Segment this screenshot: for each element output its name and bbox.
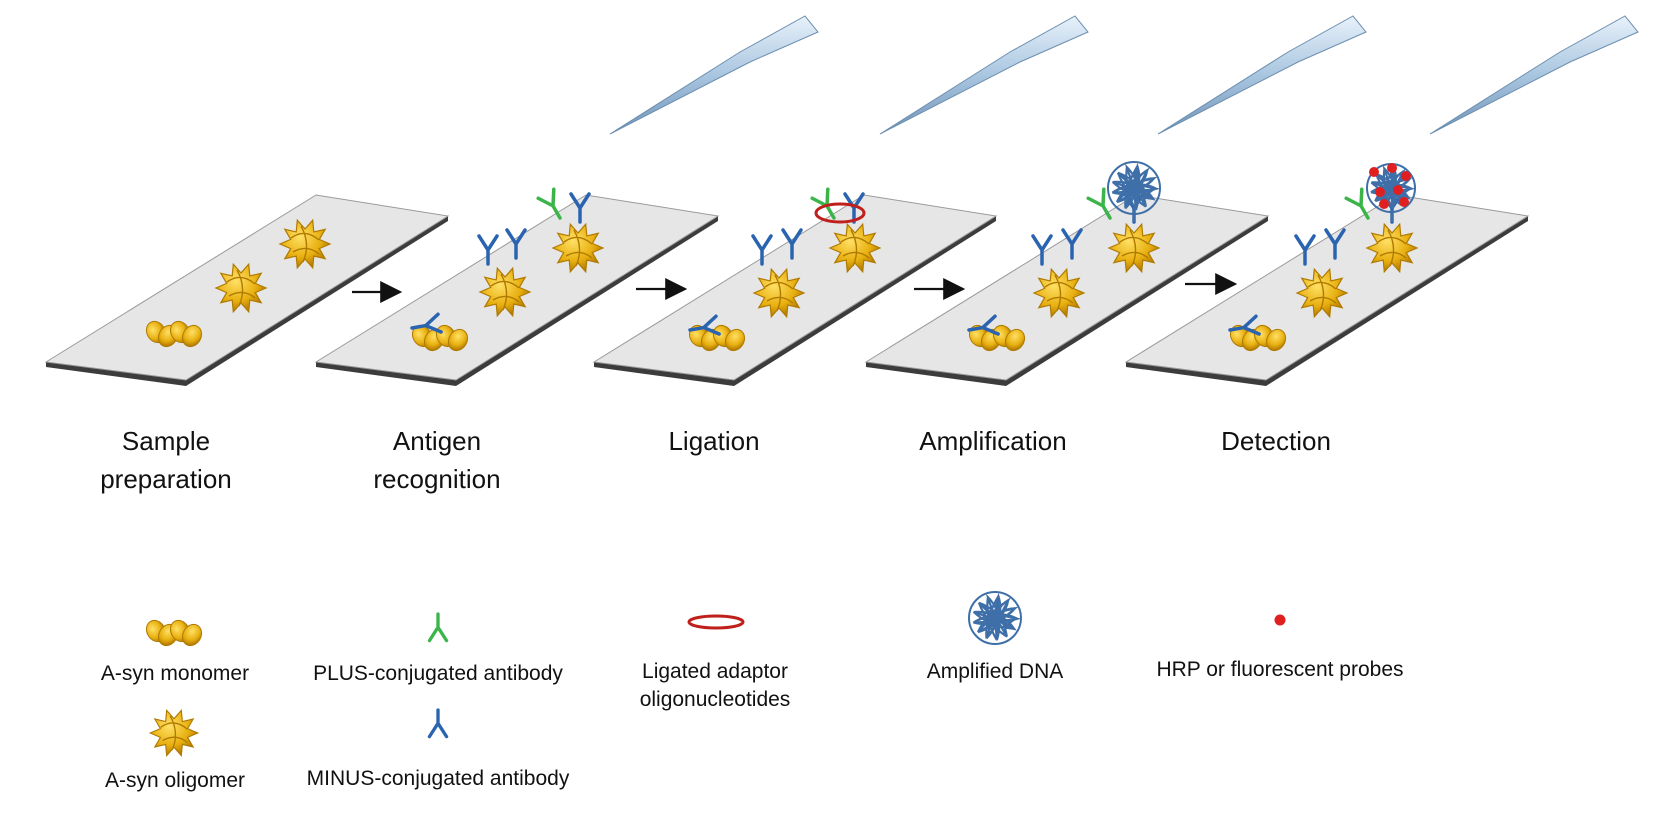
legend-label-plus-antibody: PLUS-conjugated antibody — [313, 662, 563, 685]
stage-label-line1: Detection — [1221, 426, 1331, 456]
probe-icon — [1274, 614, 1286, 626]
minus-antibody-icon — [688, 314, 721, 336]
plus-antibody-icon — [427, 612, 449, 643]
oligomer-icon — [551, 222, 605, 274]
minus-antibody-icon — [427, 708, 449, 739]
adaptor-icon — [687, 614, 745, 630]
minus-antibody-icon — [1061, 228, 1083, 260]
probe-dot — [1369, 167, 1379, 177]
legend-label-probes: HRP or fluorescent probes — [1156, 658, 1404, 681]
plus-antibody-icon — [1086, 187, 1112, 220]
pipette-tip — [1157, 15, 1367, 135]
minus-antibody-icon — [505, 228, 527, 260]
legend-label-dna: Amplified DNA — [926, 660, 1064, 683]
probe-dot — [1401, 171, 1411, 181]
probe-dot — [1399, 197, 1409, 207]
monomer-icon — [688, 324, 746, 352]
probe-dot — [1393, 185, 1403, 195]
minus-antibody-icon — [1031, 234, 1053, 266]
pipette-tip — [879, 15, 1089, 135]
stage-label-line2: recognition — [373, 464, 501, 494]
stage-label-sample-preparation: Sample preparation — [56, 422, 276, 498]
monomer-icon — [145, 320, 203, 348]
legend-label-adaptor-line1: Ligated adaptor — [642, 660, 788, 683]
oligomer-icon — [1032, 267, 1086, 319]
pipette-tip — [609, 15, 819, 135]
minus-antibody-icon — [410, 312, 443, 334]
monomer-icon — [145, 619, 203, 647]
minus-antibody-icon — [781, 228, 803, 260]
legend-label-monomer: A-syn monomer — [100, 662, 250, 685]
probe-dot — [1387, 163, 1397, 173]
oligomer-icon — [1365, 222, 1419, 274]
process-arrows — [352, 273, 1238, 303]
minus-antibody-icon — [1228, 314, 1261, 336]
monomer-icon — [968, 324, 1026, 352]
probe-dot — [1375, 187, 1385, 197]
legend-label-adaptor: Ligated adaptor oligonucleotides — [565, 658, 865, 714]
stage-label-line2: preparation — [100, 464, 232, 494]
minus-antibody-icon — [751, 234, 773, 266]
pipette-tips — [609, 15, 1639, 135]
stage-label-line1: Amplification — [919, 426, 1067, 456]
legend-icons — [145, 591, 1286, 757]
oligomer-icon — [278, 218, 332, 270]
stage-label-ligation: Ligation — [604, 422, 824, 460]
probe-dot — [1379, 199, 1389, 209]
stage-label-detection: Detection — [1166, 422, 1386, 460]
minus-antibody-icon — [1294, 234, 1316, 266]
pipette-tip — [1429, 15, 1639, 135]
minus-antibody-icon — [569, 192, 591, 224]
stage-label-antigen-recognition: Antigen recognition — [327, 422, 547, 498]
oligomer-icon — [148, 709, 200, 757]
oligomer-icon — [478, 266, 532, 318]
legend-label-oligomer: A-syn oligomer — [104, 769, 246, 792]
oligomer-icon — [1107, 222, 1161, 274]
oligomer-icon — [1295, 267, 1349, 319]
monomer-icon — [1229, 324, 1287, 352]
minus-antibody-icon — [477, 234, 499, 266]
molecules — [145, 161, 1419, 352]
oligomer-icon — [828, 222, 882, 274]
oligomer-icon — [214, 262, 268, 314]
stage-label-line1: Antigen — [392, 426, 482, 456]
oligomer-icon — [752, 267, 806, 319]
legend-label-minus-antibody: MINUS-conjugated antibody — [306, 767, 570, 790]
stage-label-line1: Ligation — [668, 426, 760, 456]
adaptor-icon — [814, 202, 866, 224]
plus-antibody-icon — [536, 187, 562, 220]
dna-icon — [968, 591, 1022, 645]
legend-label-adaptor-line2: oligonucleotides — [639, 688, 791, 711]
dna-icon — [1107, 161, 1161, 215]
plus-antibody-icon — [1344, 187, 1370, 220]
stage-label-line1: Sample — [121, 426, 211, 456]
minus-antibody-icon — [967, 314, 1000, 336]
minus-antibody-icon — [1324, 228, 1346, 260]
stage-label-amplification: Amplification — [883, 422, 1103, 460]
